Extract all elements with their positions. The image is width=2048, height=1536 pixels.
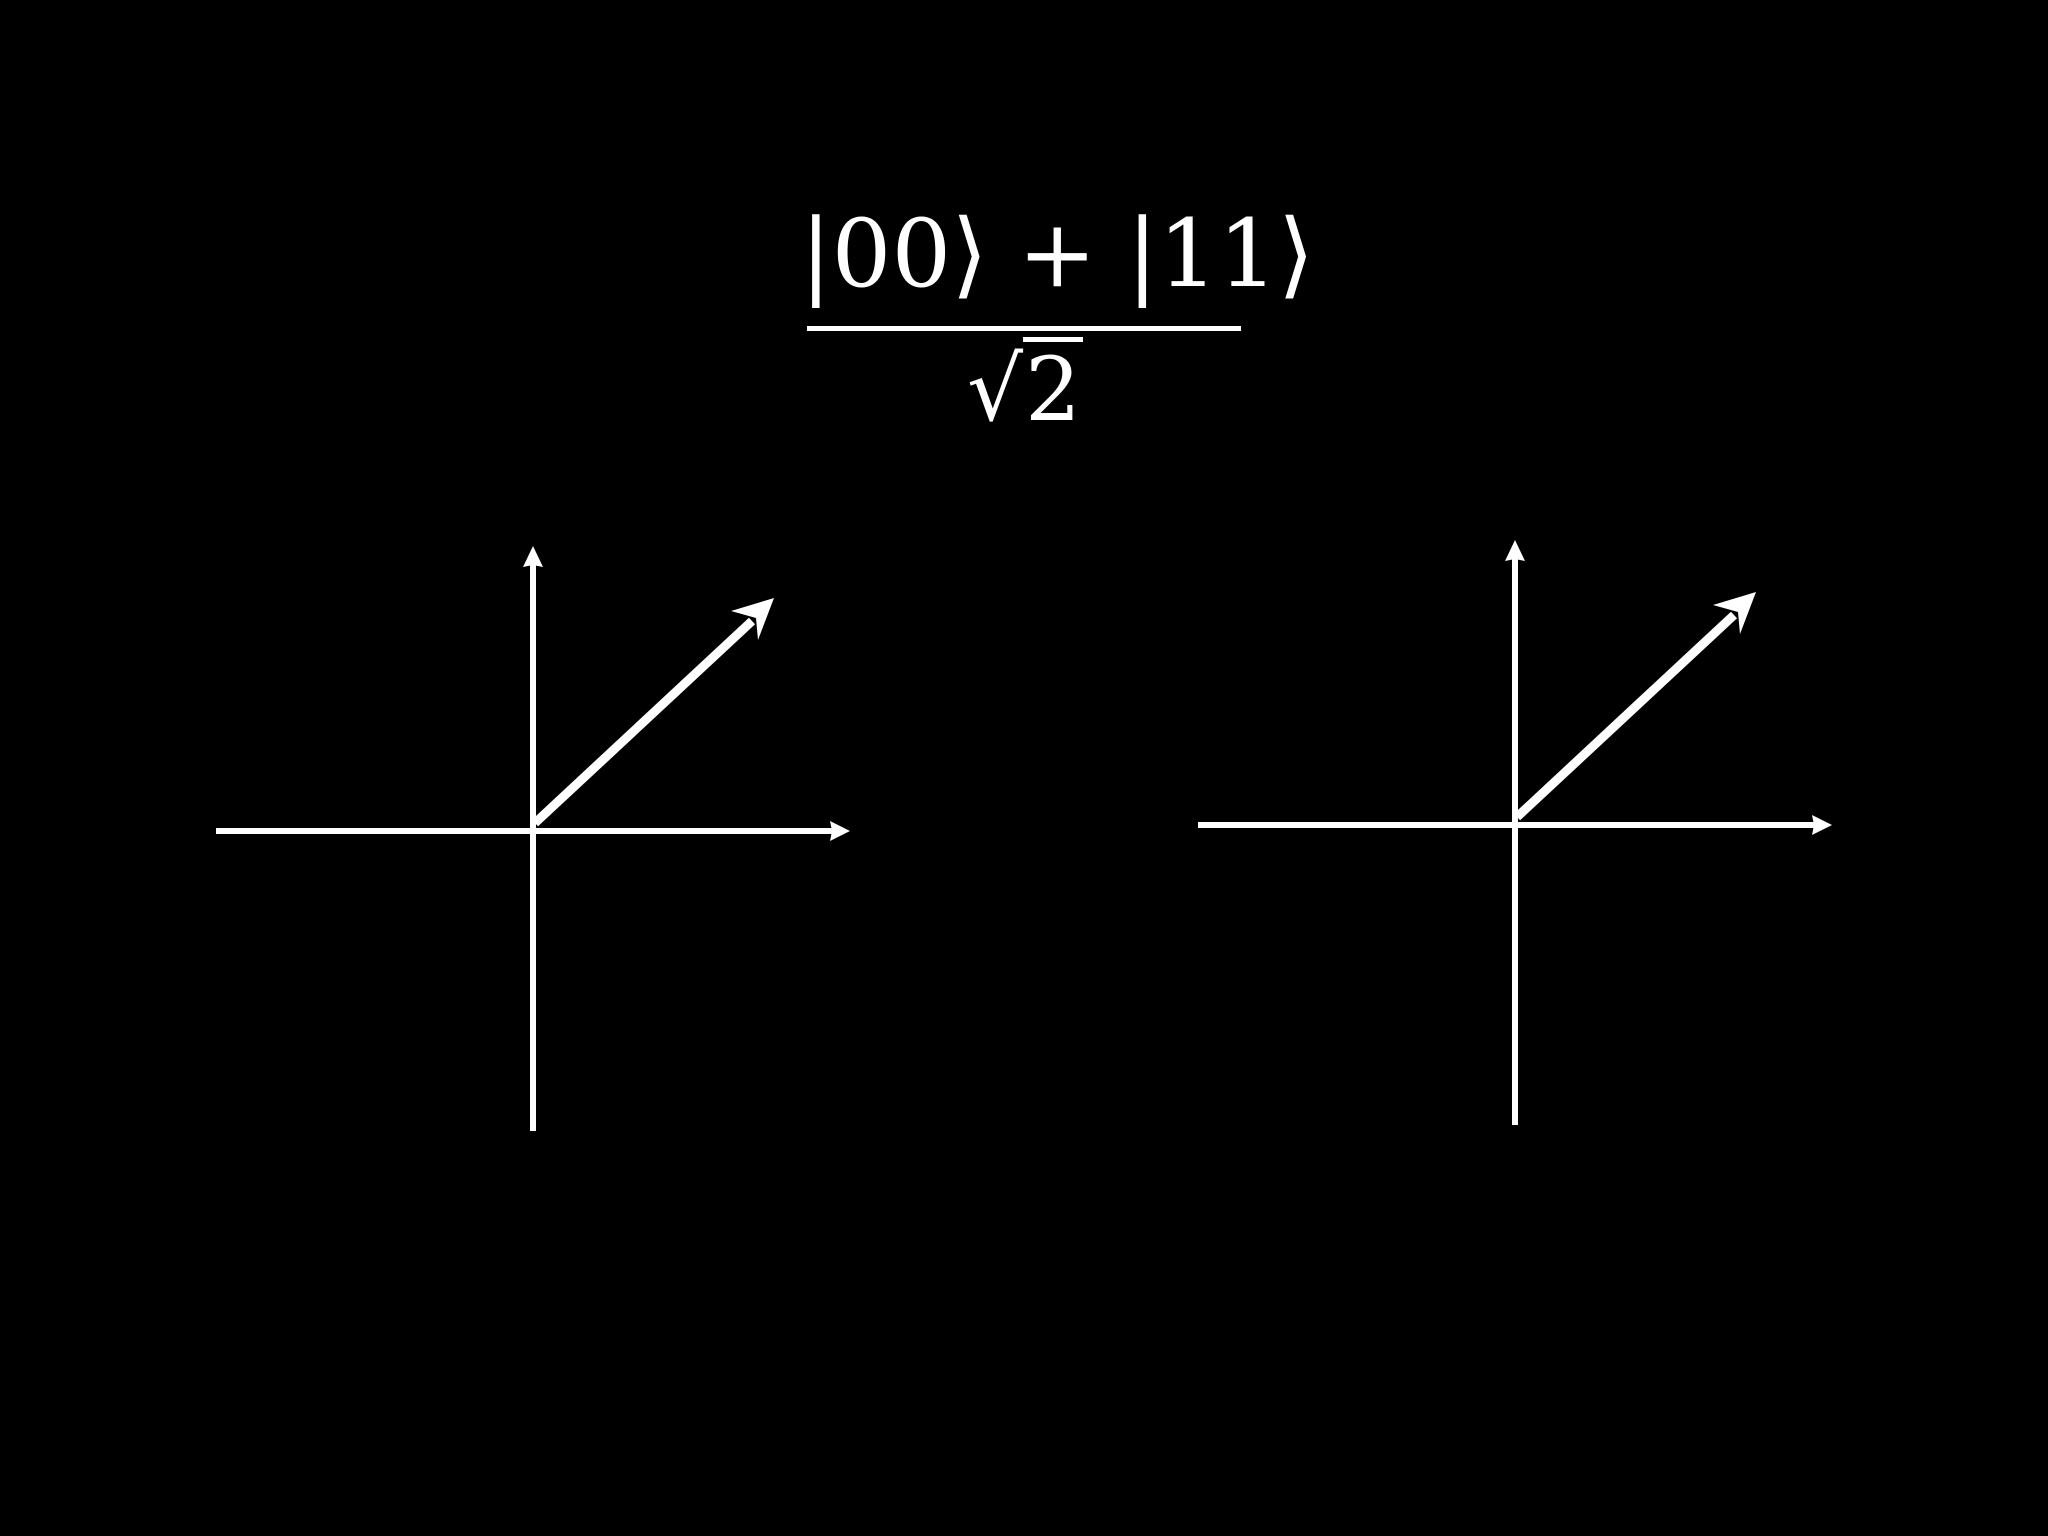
bell-state-formula: |00⟩ + |11⟩ √2 bbox=[800, 195, 1315, 445]
left-state-vector bbox=[531, 617, 756, 827]
right-state-vector-arrowhead bbox=[1713, 592, 1756, 634]
left-state-vector-arrowhead bbox=[731, 598, 774, 640]
radicand: 2 bbox=[1023, 337, 1084, 441]
right-x-axis-arrowhead bbox=[1812, 815, 1832, 835]
formula-numerator: |00⟩ + |11⟩ bbox=[800, 200, 1315, 309]
fraction-bar bbox=[807, 326, 1241, 331]
radical-sign: √ bbox=[966, 338, 1024, 441]
right-state-vector bbox=[1513, 611, 1738, 821]
left-y-axis-arrowhead bbox=[523, 546, 543, 567]
left-x-axis-arrowhead bbox=[830, 821, 850, 841]
formula-denominator: √2 bbox=[800, 335, 1250, 445]
right-y-axis-arrowhead bbox=[1505, 540, 1525, 561]
